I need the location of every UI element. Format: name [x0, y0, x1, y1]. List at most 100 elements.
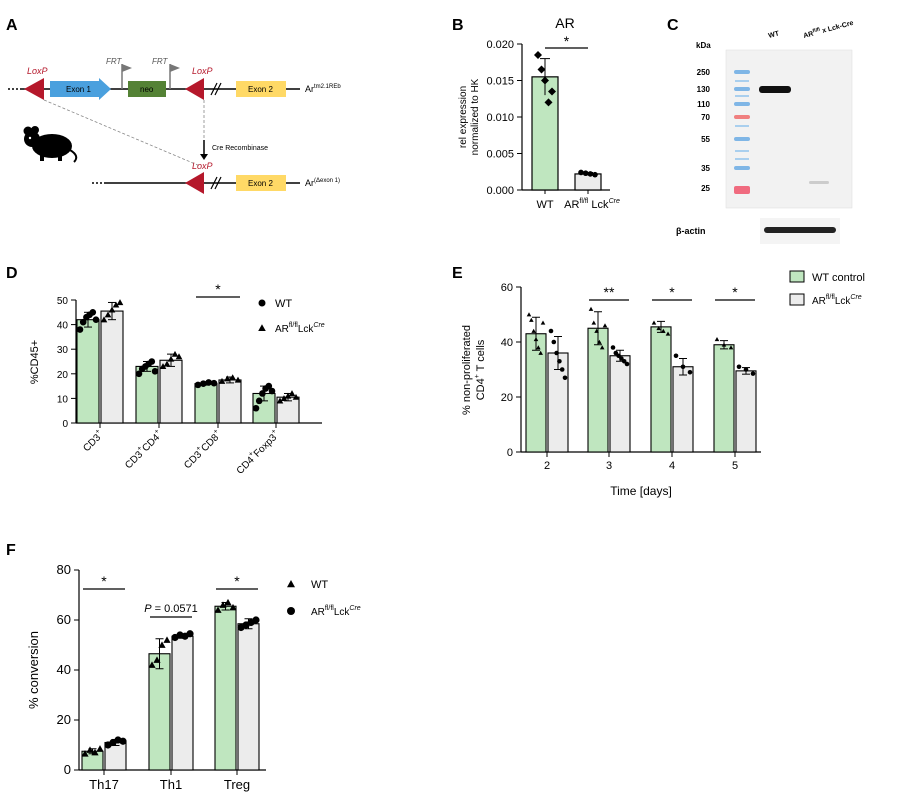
ladder-band [735, 80, 749, 82]
chart-d-bar [159, 359, 183, 424]
chart-b-point [541, 76, 549, 85]
neo-label: neo [140, 85, 154, 94]
frt-left-label: FRT [106, 57, 123, 66]
chart-e-point [728, 345, 734, 350]
chart-e-point [680, 364, 686, 370]
chart-d-y-tick-label: 40 [57, 321, 69, 332]
chart-d-y-label: %CD45+ [29, 340, 41, 384]
ladder-band [735, 150, 749, 152]
chart-b-x-tick-label: WT [536, 199, 553, 211]
chart-d-x-tick-label: CD3+ [80, 428, 106, 454]
chart-e-point [736, 364, 742, 370]
chart-d-x-tick-label: CD4+Foxp3+ [233, 428, 282, 477]
marker-label: 110 [697, 100, 710, 109]
chart-d-point [100, 316, 108, 323]
chart-e-point [687, 369, 693, 375]
panel-d: D 01020304050CD3+CD3+CD4+CD3+CD8+CD4+Fox… [6, 265, 325, 477]
chart-d-bar [194, 383, 218, 424]
chart-f-bar [171, 635, 194, 771]
chart-f-point [153, 656, 161, 663]
frt-right-label: FRT [152, 57, 169, 66]
chart-f-y-tick-label: 0 [64, 762, 71, 777]
chart-f-point [158, 641, 166, 648]
chart-f-point [219, 601, 227, 608]
marker-label: 70 [701, 113, 710, 122]
chart-e-point [526, 312, 532, 317]
lane-label-wt: WT [768, 30, 781, 40]
faint-band-ko [809, 181, 829, 184]
ladder-band [735, 158, 749, 160]
chart-d-legend-marker-wt [258, 299, 266, 307]
chart-b-point [592, 171, 598, 178]
chart-d-bar [76, 319, 100, 424]
chart-d-y-tick-label: 20 [57, 370, 69, 381]
marker-label: 35 [701, 164, 710, 173]
ladder-band [735, 125, 749, 127]
chart-f-x-tick-label: Th1 [160, 777, 182, 792]
chart-f-point [186, 630, 194, 638]
exon1-label: Exon 1 [66, 85, 91, 94]
chart-e-point [529, 317, 534, 322]
chart-e-point [594, 328, 599, 333]
loxp-bottom-icon [185, 172, 204, 194]
chart-e-point [602, 323, 608, 328]
chart-e-bar [525, 333, 547, 453]
marker-label: 25 [701, 184, 710, 193]
chart-d-legend-marker-ko [258, 324, 266, 332]
exon2-label-bottom: Exon 2 [248, 179, 273, 188]
chart-b-point [587, 171, 594, 177]
chart-e-x-tick-label: 5 [732, 460, 738, 472]
allele-top-label: Artm2.1REb [305, 84, 341, 94]
chart-e-x-label: Time [days] [610, 484, 672, 498]
chart-b-y-tick-label: 0.020 [486, 39, 514, 51]
chart-e-point [743, 367, 749, 372]
marker-label: 130 [697, 85, 711, 94]
chart-f-y-tick-label: 20 [57, 712, 71, 727]
chart-e-point [714, 336, 720, 342]
cre-label: Cre Recombinase [212, 145, 268, 152]
panel-letter-a: A [6, 17, 18, 34]
neo-box [128, 81, 166, 97]
chart-b-y-label: rel expressionnormalized to HK [458, 78, 481, 155]
chart-e-bar [713, 344, 735, 453]
chart-d-bar [100, 310, 124, 424]
chart-d-point [167, 355, 175, 362]
chart-d-point [205, 379, 212, 386]
chart-e-point [538, 350, 543, 355]
chart-e-point [551, 339, 557, 345]
chart-e-point [540, 320, 546, 325]
chart-d-point [280, 395, 288, 402]
chart-f-point [148, 661, 156, 668]
loxp-right-icon [185, 78, 204, 100]
chart-e-y-tick-label: 60 [501, 282, 513, 294]
chart-d-point [200, 380, 207, 387]
ladder [734, 70, 750, 194]
chart-d-y-tick-label: 0 [62, 419, 68, 430]
chart-d-point [268, 387, 276, 395]
chart-e-point [656, 325, 661, 331]
chart-e-legend-label-ko: ARfl/flLckCre [812, 294, 862, 307]
exon2-box-bottom [236, 175, 286, 191]
chart-d-y-tick-label: 30 [57, 345, 69, 356]
actin-band [764, 227, 836, 233]
chart-f-y-tick-label: 40 [57, 662, 71, 677]
chart-d-point [252, 404, 260, 412]
chart-f-point [119, 737, 127, 745]
chart-e-point [673, 353, 679, 359]
chart-e-point [557, 358, 562, 364]
break-mark-bottom-1 [210, 176, 218, 190]
ar-band-wt [759, 86, 791, 93]
chart-e-y-tick-label: 0 [507, 447, 513, 459]
chart-d-point [159, 363, 167, 370]
chart-d-bar [218, 379, 242, 424]
chart-d-point [259, 390, 266, 397]
mouse-icon [23, 126, 78, 163]
chart-d-point [194, 381, 202, 389]
chart-e-x-tick-label: 2 [544, 460, 550, 472]
loxp-right-label: LoxP [192, 66, 213, 76]
chart-d-point [218, 377, 226, 384]
chart-f-y-tick-label: 60 [57, 612, 71, 627]
chart-b-point [544, 98, 553, 107]
